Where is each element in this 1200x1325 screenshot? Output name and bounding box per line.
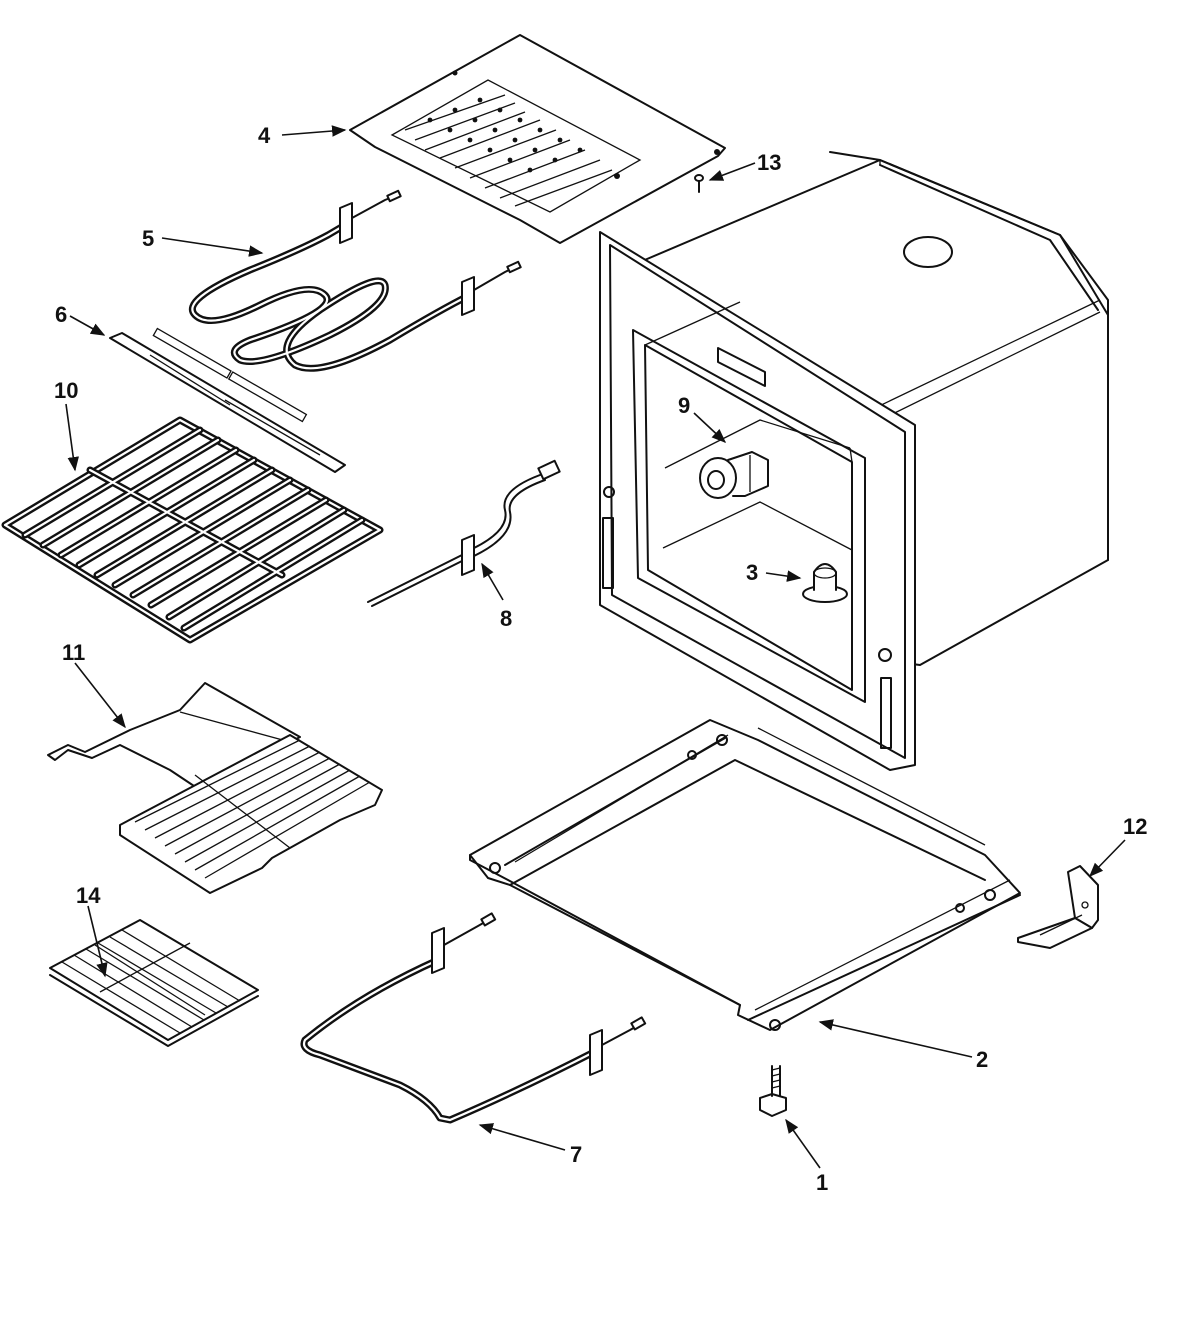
callout-13: 13 <box>757 150 781 175</box>
callout-11: 11 <box>62 640 85 665</box>
callout-6: 6 <box>55 302 67 327</box>
bake-element-part-7 <box>300 912 647 1124</box>
leader-6 <box>69 315 106 336</box>
temp-sensor-part-8 <box>367 459 561 607</box>
leader-2 <box>818 1019 973 1058</box>
broil-cover-part-4 <box>349 34 726 244</box>
callout-12: 12 <box>1123 814 1147 839</box>
oven-rack-part-10 <box>1 416 384 644</box>
bracket-part-12 <box>1017 865 1099 949</box>
leader-8 <box>481 562 504 601</box>
callout-7: 7 <box>570 1142 582 1167</box>
callout-10: 10 <box>54 378 78 403</box>
leader-3 <box>765 570 802 582</box>
broil-pan-part-11 <box>47 682 383 894</box>
leveling-leg-part-1 <box>759 1065 787 1117</box>
callout-4: 4 <box>258 123 271 148</box>
oven-cavity <box>599 151 1109 771</box>
broil-element-part-5 <box>188 189 522 372</box>
leader-5 <box>161 237 264 257</box>
leader-9 <box>693 412 727 443</box>
callout-1: 1 <box>816 1170 828 1195</box>
half-rack-part-14 <box>49 919 259 1047</box>
leader-13 <box>708 162 756 181</box>
oven-light-socket-part-9 <box>699 451 769 499</box>
callout-8: 8 <box>500 606 512 631</box>
callout-5: 5 <box>142 226 154 251</box>
callout-14: 14 <box>76 883 101 908</box>
callout-2: 2 <box>976 1047 988 1072</box>
callout-labels: 4 13 5 6 10 9 3 8 11 12 14 2 7 1 <box>54 123 1147 1195</box>
callout-9: 9 <box>678 393 690 418</box>
leader-11 <box>74 662 126 729</box>
bottom-panel-part-2 <box>469 719 1021 1031</box>
screw-part-13 <box>694 174 704 193</box>
rail-part-6 <box>109 327 346 473</box>
leader-10 <box>65 403 79 472</box>
leader-1 <box>785 1118 821 1169</box>
oven-light-bulb-part-3 <box>802 563 848 603</box>
callout-3: 3 <box>746 560 758 585</box>
leader-12 <box>1088 839 1126 878</box>
leader-lines <box>65 125 1126 1169</box>
leader-7 <box>478 1123 566 1151</box>
leader-14 <box>87 905 108 978</box>
leader-4 <box>281 125 347 137</box>
